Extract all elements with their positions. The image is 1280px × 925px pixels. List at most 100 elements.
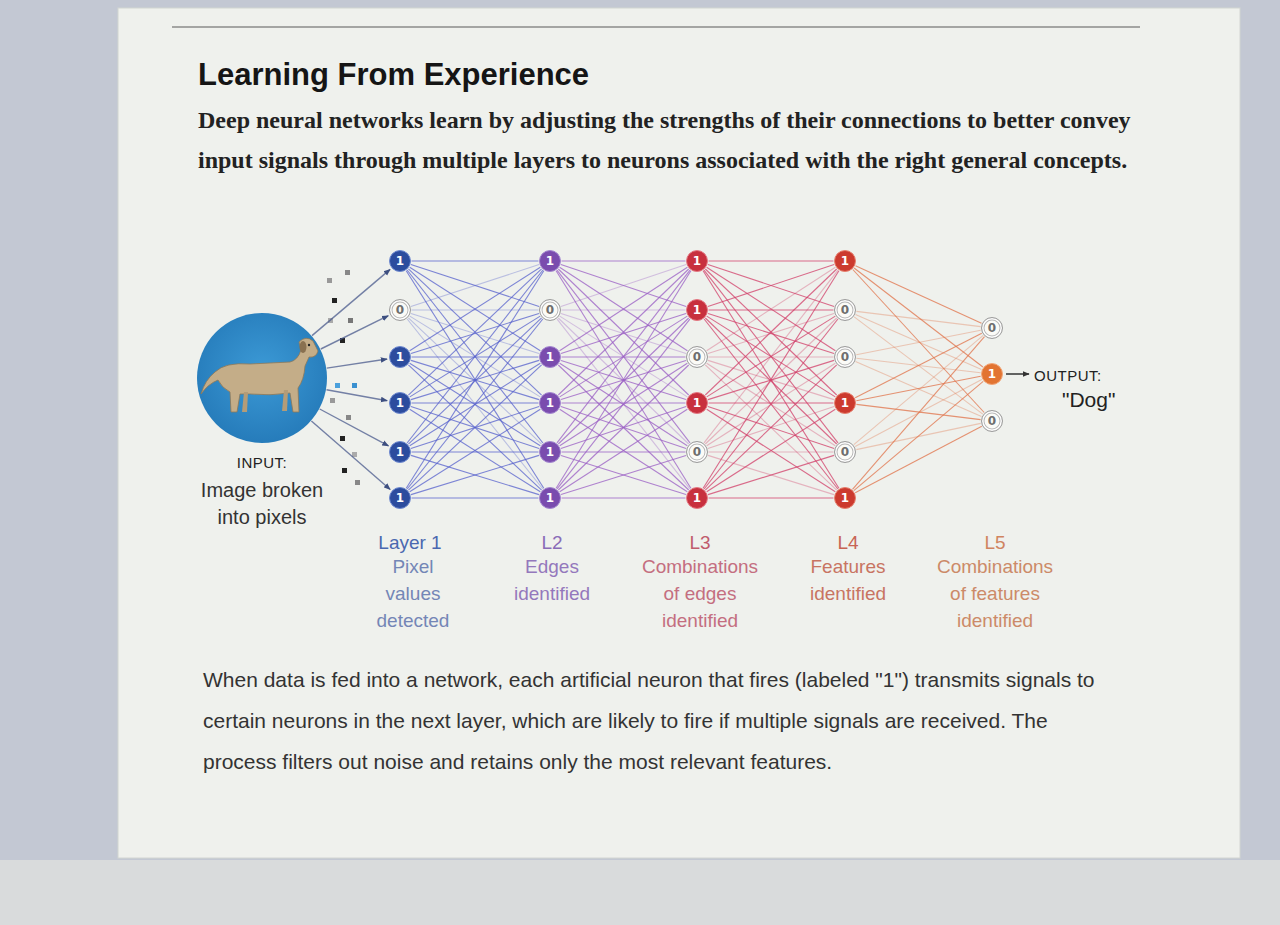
- connection-line: [854, 317, 983, 414]
- connection-line: [705, 269, 836, 395]
- connection-line: [562, 260, 686, 261]
- dog-eye: [308, 344, 310, 346]
- neuron-value: 0: [546, 303, 554, 317]
- label-block: OUTPUT:: [1034, 367, 1102, 385]
- neuron-circle: 0: [981, 410, 1003, 432]
- connection-line: [707, 409, 836, 492]
- connection-line: [406, 271, 544, 489]
- label-block: L4: [818, 529, 878, 556]
- pixel-square: [342, 468, 347, 473]
- neuron-circle: 1: [389, 441, 411, 463]
- layer-label: L5: [965, 529, 1025, 556]
- connection-line: [560, 409, 688, 492]
- connection-line: [707, 409, 836, 492]
- connection-line: [856, 311, 980, 326]
- neuron-value: 1: [546, 491, 554, 505]
- label-block: L3: [670, 529, 730, 556]
- pixel-square: [330, 398, 335, 403]
- pixel-square: [335, 383, 340, 388]
- label-block: Combinations of features identified: [933, 553, 1058, 634]
- neuron-circle: 0: [834, 299, 856, 321]
- title-text: Learning From Experience: [198, 56, 589, 94]
- neuron-value: 1: [396, 445, 404, 459]
- connection-line: [856, 376, 980, 401]
- input-label-block: INPUT:Image broken into pixels: [167, 453, 357, 531]
- connection-line: [557, 319, 690, 489]
- neuron-value: 1: [546, 350, 554, 364]
- connection-line: [557, 270, 690, 443]
- label-block: L5: [965, 529, 1025, 556]
- input-image-disc: [197, 313, 327, 443]
- pixel-square: [332, 298, 337, 303]
- pixel-square: [346, 415, 351, 420]
- pixel-square: [340, 436, 345, 441]
- neuron-circle: 1: [686, 299, 708, 321]
- connection-line: [562, 497, 686, 498]
- neuron-circle: 1: [539, 441, 561, 463]
- neuron-value: 1: [693, 396, 701, 410]
- label-block: Deep neural networks learn by adjusting …: [198, 100, 1133, 180]
- connection-line: [410, 409, 541, 492]
- input-arrow: [320, 409, 389, 446]
- layer-label: Pixel values detected: [363, 553, 463, 634]
- connection-line: [704, 270, 838, 443]
- neuron-circle: 1: [389, 487, 411, 509]
- connection-line: [407, 319, 543, 489]
- neuron-circle: 0: [981, 317, 1003, 339]
- subtitle-text: Deep neural networks learn by adjusting …: [198, 100, 1133, 180]
- layer-label: Edges identified: [502, 553, 602, 607]
- dog-silhouette: [201, 338, 318, 412]
- neuron-value: 0: [988, 414, 996, 428]
- neuron-circle: 1: [389, 250, 411, 272]
- connection-line: [856, 266, 982, 323]
- connection-line: [856, 404, 980, 419]
- neuron-value: 1: [396, 491, 404, 505]
- neuron-circle: 1: [539, 250, 561, 272]
- neuron-value: 1: [396, 254, 404, 268]
- page-panel: [118, 8, 1240, 858]
- layer-label: Combinations of edges identified: [638, 553, 763, 634]
- label-block: Edges identified: [502, 553, 602, 607]
- input-arrow: [321, 316, 389, 349]
- neuron-circle: 0: [389, 299, 411, 321]
- connection-line: [705, 318, 836, 444]
- input-arrow: [312, 269, 390, 335]
- label-block: L2: [522, 529, 582, 556]
- pixel-squares: [327, 270, 360, 485]
- neuron-circle: 1: [539, 346, 561, 368]
- connection-line: [407, 319, 543, 489]
- connection-line: [855, 426, 982, 492]
- dog-leg: [242, 392, 248, 412]
- neuron-circle: 1: [686, 250, 708, 272]
- input-arrow: [327, 359, 387, 368]
- neuron-circle: 1: [834, 392, 856, 414]
- connection-line: [556, 271, 691, 488]
- top-rule: [172, 26, 1140, 27]
- connection-line: [704, 319, 838, 489]
- layer-label: OUTPUT:: [1034, 367, 1102, 385]
- connection-line: [408, 365, 541, 490]
- neuron-circle: 1: [686, 392, 708, 414]
- label-block: "Dog": [1062, 388, 1115, 412]
- neuron-circle: 1: [981, 363, 1003, 385]
- neuron-value: 0: [693, 350, 701, 364]
- connection-line: [557, 319, 690, 489]
- connection-line: [705, 365, 836, 490]
- connection-line: [558, 318, 688, 444]
- connection-line: [406, 271, 544, 489]
- caption-block: When data is fed into a network, each ar…: [203, 659, 1108, 782]
- neuron-value: 1: [841, 254, 849, 268]
- neuron-circle: 0: [686, 441, 708, 463]
- caption-text: When data is fed into a network, each ar…: [203, 659, 1108, 782]
- neuron-value: 0: [841, 445, 849, 459]
- connection-line: [558, 269, 688, 395]
- input-image-node: INPUT:Image broken into pixels: [197, 313, 327, 443]
- neuron-value: 1: [546, 445, 554, 459]
- input-arrow: [327, 390, 388, 401]
- neuron-value: 1: [693, 254, 701, 268]
- connection-line: [853, 270, 984, 413]
- neuron-circle: 1: [834, 487, 856, 509]
- connection-line: [704, 270, 838, 443]
- connection-line: [558, 365, 688, 490]
